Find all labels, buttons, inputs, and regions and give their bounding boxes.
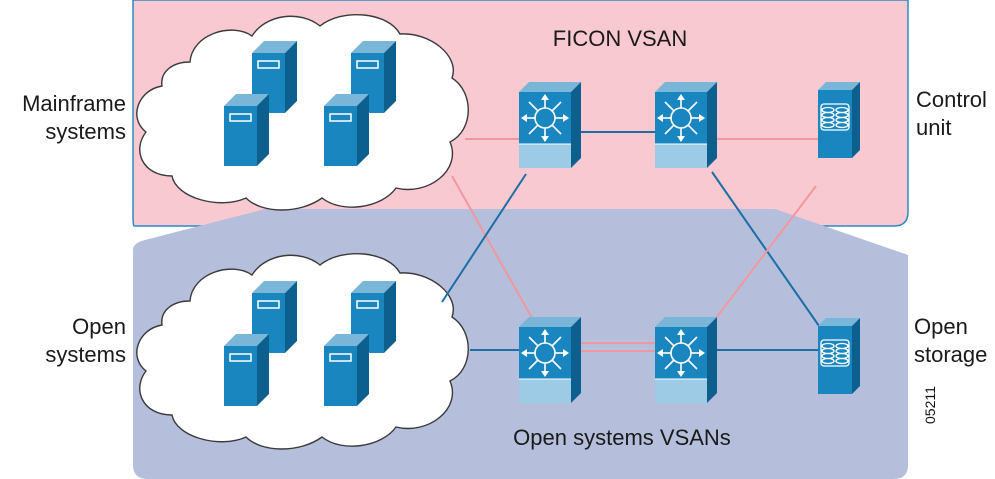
open-storage-label-line2: storage xyxy=(914,342,988,367)
open-systems-vsans-label: Open systems VSANs xyxy=(513,425,731,450)
mainframe-server-icon xyxy=(323,93,370,167)
link-open-systems-to-switch1 xyxy=(441,173,527,303)
link-mainframe-to-switch3 xyxy=(451,175,533,319)
link-control-unit-to-switch4 xyxy=(709,185,817,327)
ficon-vsan-label: FICON VSAN xyxy=(552,26,688,51)
open-systems-label-line2: systems xyxy=(45,342,126,367)
open-storage-label: Open storage xyxy=(914,313,995,369)
ficon-switch-2-icon xyxy=(654,81,718,169)
open-storage-icon xyxy=(817,317,861,395)
control-label-line1: Control xyxy=(916,87,987,112)
open-switch-1-icon xyxy=(518,316,582,404)
open-systems-label-line1: Open xyxy=(72,314,126,339)
mainframe-label-line2: systems xyxy=(45,119,126,144)
open-systems-server-icon xyxy=(223,333,270,407)
control-unit-label: Control unit xyxy=(916,86,995,142)
mainframe-server-icon xyxy=(223,93,270,167)
ficon-switch-1-icon xyxy=(518,81,582,169)
figure-number: 05211 xyxy=(922,386,938,424)
open-storage-label-line1: Open xyxy=(914,314,968,339)
control-unit-storage-icon xyxy=(817,81,861,159)
mainframe-systems-label: Mainframe systems xyxy=(0,90,126,146)
open-switch-2-icon xyxy=(654,316,718,404)
mainframe-label-line1: Mainframe xyxy=(22,91,126,116)
link-switch2-to-open-storage xyxy=(711,171,827,337)
open-systems-label: Open systems xyxy=(0,313,126,369)
open-systems-server-icon xyxy=(323,333,370,407)
control-label-line2: unit xyxy=(916,115,952,140)
